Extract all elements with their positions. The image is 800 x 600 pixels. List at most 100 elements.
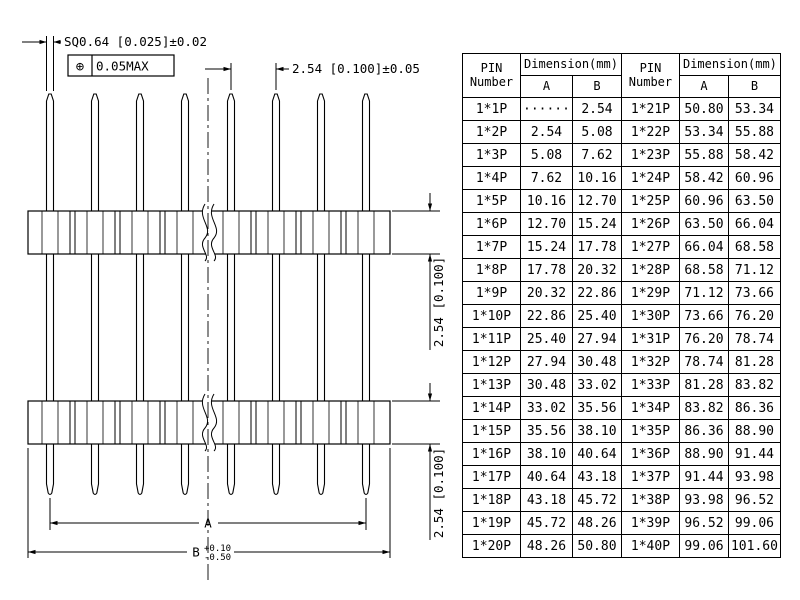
dim-pitch-top <box>205 63 289 90</box>
dimension-cell: 30.48 <box>571 350 622 374</box>
pin-number-cell: 1*14P <box>462 396 521 420</box>
header-dimension-right: Dimension(mm) <box>678 53 781 76</box>
pin <box>361 93 371 496</box>
dimension-cell: 91.44 <box>727 442 781 466</box>
pin-header-drawing: SQ0.64 [0.025]±0.02 ⊕ 0.05MAX 2.54 [0.10… <box>22 34 446 582</box>
dimension-cell: 22.86 <box>520 304 573 328</box>
dimension-cell: 86.36 <box>727 396 781 420</box>
dimension-cell: 2.54 <box>520 120 573 144</box>
pin-number-cell: 1*8P <box>462 258 521 282</box>
dimension-cell: 88.90 <box>727 419 781 443</box>
dimension-cell: 48.26 <box>520 534 573 558</box>
pin-number-cell: 1*12P <box>462 350 521 374</box>
dimension-cell: 27.94 <box>571 327 622 351</box>
dimension-cell: 58.42 <box>678 166 729 190</box>
dimension-cell: 83.82 <box>727 373 781 397</box>
pin <box>226 93 236 496</box>
pin <box>316 93 326 496</box>
dimension-cell: 55.88 <box>727 120 781 144</box>
dim-b <box>27 448 391 558</box>
pin-number-cell: 1*16P <box>462 442 521 466</box>
pin-number-cell: 1*1P <box>462 97 521 121</box>
dimension-cell: 20.32 <box>520 281 573 305</box>
header-pin-number-left: PIN Number <box>462 53 521 98</box>
dimension-cell: 76.20 <box>678 327 729 351</box>
pin-number-cell: 1*19P <box>462 511 521 535</box>
dimension-cell: 53.34 <box>727 97 781 121</box>
dimension-cell: 88.90 <box>678 442 729 466</box>
dimension-cell: 60.96 <box>727 166 781 190</box>
pin <box>180 93 190 496</box>
pin-number-cell: 1*17P <box>462 465 521 489</box>
header-col-b-left: B <box>571 75 622 98</box>
dimension-cell: 93.98 <box>727 465 781 489</box>
dim-b-tol-minus: -0.50 <box>204 553 231 563</box>
dim-row-height-upper-label: 2.54 [0.100] <box>431 257 446 347</box>
dim-b-tol-plus: +0.10 <box>204 544 231 554</box>
dimension-cell: 81.28 <box>678 373 729 397</box>
pin-number-cell: 1*36P <box>620 442 680 466</box>
pin <box>271 93 281 496</box>
dim-row-height-lower <box>392 383 440 540</box>
header-col-a-left: A <box>520 75 573 98</box>
break-curve <box>201 203 209 262</box>
pin-number-cell: 1*20P <box>462 534 521 558</box>
pin-number-cell: 1*30P <box>620 304 680 328</box>
dimension-cell: 35.56 <box>520 419 573 443</box>
dimension-cell: 33.02 <box>520 396 573 420</box>
pin-number-cell: 1*7P <box>462 235 521 259</box>
header-pin-line: PIN <box>639 60 662 75</box>
bodies-group <box>27 203 391 452</box>
dimension-cell: 63.50 <box>678 212 729 236</box>
dimension-cell: 58.42 <box>727 143 781 167</box>
dim-row-height-upper <box>392 193 440 350</box>
dimension-cell: 96.52 <box>678 511 729 535</box>
pin <box>45 93 55 496</box>
dimension-cell: 86.36 <box>678 419 729 443</box>
dimension-table: PIN Number Dimension(mm) PIN Number Dime… <box>462 53 781 558</box>
dimension-cell: ······ <box>520 97 573 121</box>
dimension-cell: 71.12 <box>727 258 781 282</box>
dimension-cell: 20.32 <box>571 258 622 282</box>
pin-number-cell: 1*4P <box>462 166 521 190</box>
pin <box>90 93 100 496</box>
dim-pin-square <box>22 36 61 91</box>
break-band <box>202 394 217 451</box>
dimension-cell: 63.50 <box>727 189 781 213</box>
dimension-cell: 15.24 <box>520 235 573 259</box>
pin-number-cell: 1*31P <box>620 327 680 351</box>
dimension-cell: 17.78 <box>571 235 622 259</box>
dimension-cell: 50.80 <box>571 534 622 558</box>
pin-number-cell: 1*6P <box>462 212 521 236</box>
pin-number-cell: 1*3P <box>462 143 521 167</box>
pin <box>135 93 145 496</box>
pin-number-cell: 1*22P <box>620 120 680 144</box>
pin-number-cell: 1*18P <box>462 488 521 512</box>
dimension-cell: 2.54 <box>571 97 622 121</box>
break-curve <box>210 203 218 262</box>
dimension-cell: 38.10 <box>520 442 573 466</box>
dimension-cell: 7.62 <box>520 166 573 190</box>
header-col-a-right: A <box>678 75 729 98</box>
dimension-cell: 91.44 <box>678 465 729 489</box>
header-pin-line: Number <box>469 74 514 89</box>
position-tolerance-value: 0.05MAX <box>96 59 149 74</box>
pin-number-cell: 1*38P <box>620 488 680 512</box>
pin-number-cell: 1*13P <box>462 373 521 397</box>
dimension-cell: 81.28 <box>727 350 781 374</box>
pin-number-cell: 1*37P <box>620 465 680 489</box>
dimension-cell: 68.58 <box>678 258 729 282</box>
position-tolerance-frame: ⊕ 0.05MAX <box>67 54 175 77</box>
break-curve <box>201 393 209 452</box>
dimension-cell: 48.26 <box>571 511 622 535</box>
pin-number-cell: 1*25P <box>620 189 680 213</box>
